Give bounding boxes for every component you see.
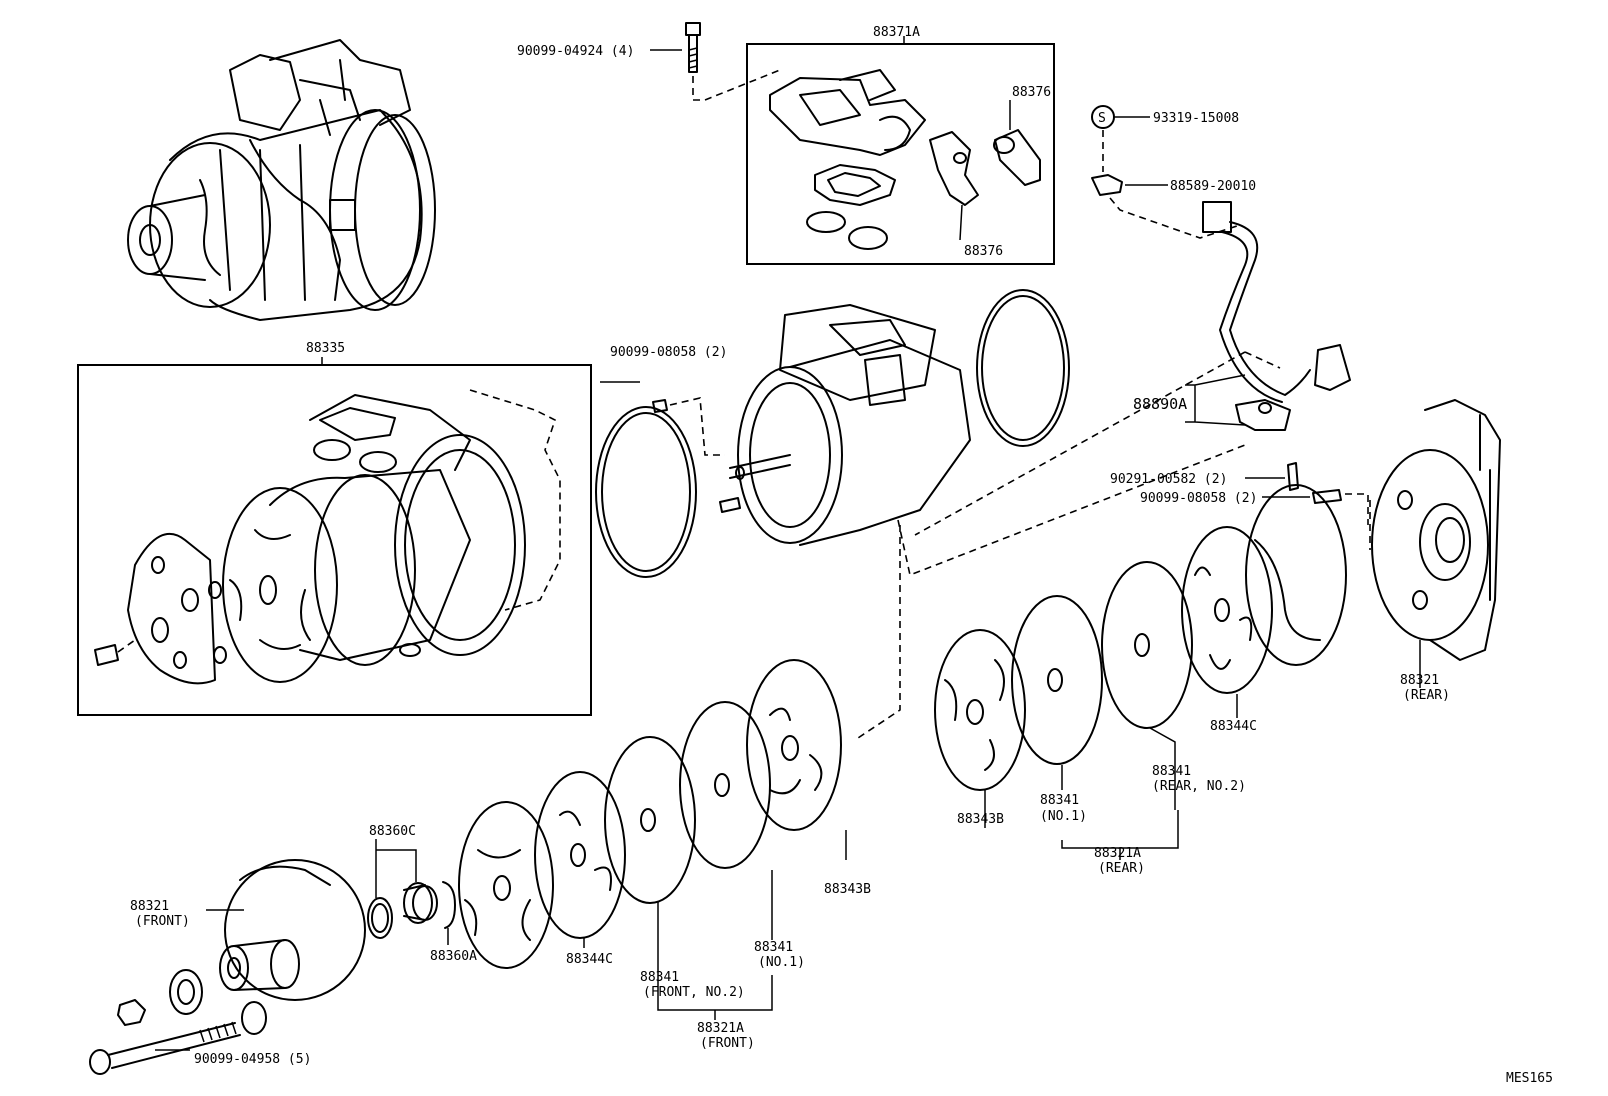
label-90099-08058-rear: 90099-08058 (2) [1140, 491, 1257, 506]
label-88890a: 88890A [1133, 395, 1187, 413]
label-88341-front-no2-number: 88341 [640, 970, 679, 985]
label-93319-15008: 93319-15008 [1153, 111, 1239, 126]
cylinder-assembly-box [77, 357, 592, 716]
label-90099-04958: 90099-04958 (5) [194, 1052, 311, 1067]
label-88589-20010: 88589-20010 [1170, 179, 1256, 194]
s-mark-text: S [1098, 111, 1106, 126]
front-head-illustration [89, 839, 456, 1075]
label-88335: 88335 [306, 341, 345, 356]
label-88341-front-no2-note: (FRONT, NO.2) [643, 985, 745, 1000]
housing-and-seals [595, 289, 1246, 741]
label-88321-front-number: 88321 [130, 899, 169, 914]
label-88341-rear-no2-note: (REAR, NO.2) [1152, 779, 1246, 794]
label-90291-00582: 90291-00582 (2) [1110, 472, 1227, 487]
label-88376-lower: 88376 [964, 244, 1003, 259]
label-88321a-front-note: (FRONT) [700, 1036, 755, 1051]
part-labels: 88371A 90099-04924 (4) 88376 88376 93319… [130, 25, 1553, 1086]
label-88321-front-note: (FRONT) [135, 914, 190, 929]
label-88376-upper: 88376 [1012, 85, 1051, 100]
label-90099-08058-front: 90099-08058 (2) [610, 345, 727, 360]
label-88341-rear-no1-note: (NO.1) [1040, 809, 1087, 824]
front-disc-stack [458, 659, 847, 1020]
label-90099-04924: 90099-04924 (4) [517, 44, 634, 59]
label-88360a: 88360A [430, 949, 477, 964]
compressor-assembly-illustration [127, 39, 436, 321]
label-88321-rear-number: 88321 [1400, 673, 1439, 688]
label-88344c-front: 88344C [566, 952, 613, 967]
label-88341-front-no1-number: 88341 [754, 940, 793, 955]
label-88321a-rear-note: (REAR) [1098, 861, 1145, 876]
label-88371a: 88371A [873, 25, 920, 40]
label-88343b-front: 88343B [824, 882, 871, 897]
diagram-code: MES165 [1506, 1071, 1553, 1086]
label-88360c: 88360C [369, 824, 416, 839]
valve-assembly-box [746, 36, 1055, 265]
label-88321-rear-note: (REAR) [1403, 688, 1450, 703]
label-88341-rear-no2-number: 88341 [1152, 764, 1191, 779]
label-88341-rear-no1-number: 88341 [1040, 793, 1079, 808]
label-88341-front-no1-note: (NO.1) [758, 955, 805, 970]
label-88321a-rear-number: 88321A [1094, 846, 1141, 861]
label-88344c-rear: 88344C [1210, 719, 1257, 734]
label-88343b-rear: 88343B [957, 812, 1004, 827]
s-mark-symbol: S [1091, 105, 1150, 172]
bolt-90099-04924 [650, 22, 781, 101]
rear-head-illustration [1371, 399, 1501, 688]
label-88321a-front-number: 88321A [697, 1021, 744, 1036]
sensor-connector-illustration [914, 174, 1371, 550]
rear-disc-stack [934, 484, 1347, 860]
